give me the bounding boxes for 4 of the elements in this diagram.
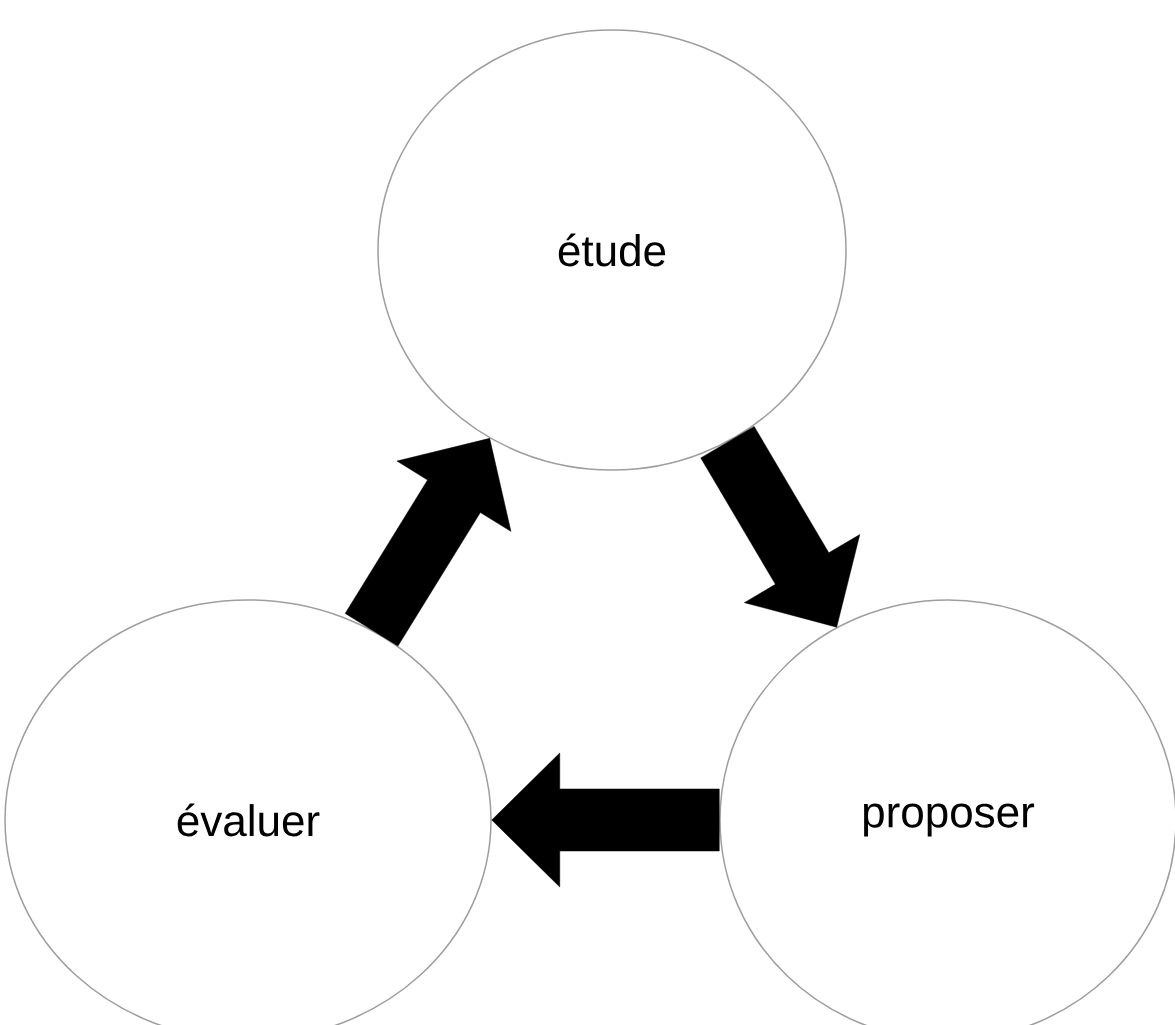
block-arrow [491,752,720,888]
block-arrow [700,426,861,628]
block-arrow [344,438,512,647]
circle-node: étude [377,29,847,471]
